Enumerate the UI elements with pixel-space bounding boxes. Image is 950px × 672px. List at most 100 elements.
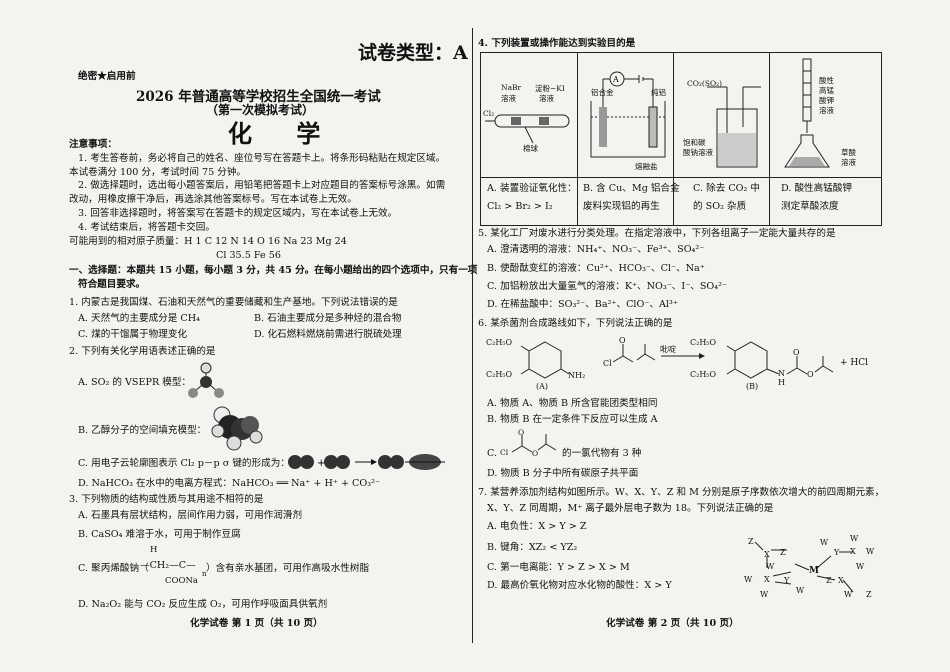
structure-diagram-image [754,541,854,593]
struct-label: 吡啶 [660,345,676,354]
atom-label: W [744,575,753,584]
notice-line: 本试卷满分 100 分，考试时间 75 分钟。 [69,167,247,178]
mol-label: O [518,428,525,437]
polymer-substituent: COONa [165,576,198,586]
atom-label: X [850,547,856,556]
label: 酸钠溶液 [683,148,713,157]
option-d: D. 物质 B 分子中所有碳原子共平面 [487,468,639,479]
synthesis-route-image [520,341,834,379]
atomic-mass-line: 可能用到的相对原子质量：H 1 C 12 N 14 O 16 Na 23 Mg … [69,236,347,247]
vsepr-model-image [188,362,224,398]
struct-label: O [807,370,814,379]
atom-label: Z [866,590,872,599]
p-p-sigma-bond-image: + [288,454,445,470]
mol-label: Cl [500,448,509,457]
experiment-cell-c [673,53,770,225]
option-d: D. 最高价氧化物对应水化物的酸性：X > Y [487,580,672,591]
caption-c: 的 SO₂ 杂质 [693,201,747,212]
struct-label: (B) [746,382,759,391]
option-d: D. 在稀盐酸中：SO₃²⁻、Ba²⁺、ClO⁻、Al³⁺ [487,299,678,310]
option-c: C. 第一电离能：Y > Z > X > M [487,562,630,573]
mock-label: （第一次模拟考试） [206,103,315,117]
option-d: D. Na₂O₂ 能与 CO₂ 反应生成 O₂，可用作呼吸面具供氧剂 [78,599,328,610]
section-heading: 符合题目要求。 [78,279,146,290]
atom-label: M [809,566,819,576]
label: CO₂(SO₂) [687,79,723,88]
svg-text:+: + [317,458,325,469]
struct-label: H [778,378,785,387]
option-c: C. 煤的干馏属于物理变化 [78,329,188,340]
label: Cl₂ [483,109,495,118]
struct-label: O [619,336,626,345]
struct-label: C₂H₅O [690,370,717,379]
label: 溶液 [841,158,856,167]
caption-d: D. 酸性高锰酸钾 [781,183,853,194]
option-c: C. 聚丙烯酸钠（ [78,563,149,574]
caption-a: Cl₂ > Br₂ > I₂ [487,201,553,212]
ethanol-space-filling-image [211,406,263,451]
caption-row [481,177,881,226]
struct-label: C₂H₅O [690,338,717,347]
label: 溶液 [501,94,516,103]
atom-label: Y [784,576,790,585]
option-c-tail: ）含有亲水基团，可用作高吸水性树脂 [206,563,370,574]
question-stem: 3. 下列物质的结构或性质与其用途不相符的是 [69,494,264,505]
option-a: A. 澄清透明的溶液：NH₄⁺、NO₃⁻、Fe³⁺、SO₄²⁻ [487,244,705,255]
atom-label: W [820,538,829,547]
label: 溶液 [539,94,554,103]
polymer-n: n [202,570,207,578]
atom-label: X [764,550,770,559]
option-c-prefix: C. [487,448,498,459]
caption-b: B. 含 Cu、Mg 铝合金 [583,183,680,194]
label: 淀粉−KI [535,84,565,93]
caption-c: C. 除去 CO₂ 中 [693,183,761,194]
polymer-h: H [150,545,158,555]
atomic-mass-line: Cl 35.5 Fe 56 [216,250,281,261]
label: 草酸 [841,148,856,157]
option-d: D. 化石燃料燃烧前需进行脱硫处理 [254,329,402,340]
label: 高锰 [819,86,834,95]
option-c: C. 加铝粉放出大量氢气的溶液：K⁺、NO₃⁻、I⁻、SO₄²⁻ [487,281,728,292]
option-b: B. 石油主要成分是多种烃的混合物 [254,313,402,324]
question-stem: 2. 下列有关化学用语表述正确的是 [69,346,216,357]
struct-label: C₂H₅O [486,338,513,347]
mol-label: O [532,449,539,458]
caption-a: A. 装置验证氧化性： [487,183,577,194]
atom-label: W [856,562,865,571]
option-b: B. 物质 B 在一定条件下反应可以生成 A [487,414,658,425]
label: 溶液 [819,106,834,115]
atom-label: Y [834,548,840,557]
label: 酸性 [819,76,834,85]
page-footer: 化学试卷 第 1 页（共 10 页） [190,618,323,629]
option-b: B. 键角：XZ₂ < YZ₂ [487,542,578,553]
notice-line: 2. 做选择题时，选出每小题答案后，用铅笔把答题卡上对应题目的答案标号涂黑。如需 [78,180,446,191]
struct-label: N [778,369,785,378]
option-a: A. SO₂ 的 VSEPR 模型： [78,377,192,388]
label: 熔融盐 [635,162,658,171]
atom-label: W [844,590,853,599]
struct-label: Cl [603,359,612,368]
paper-type: 试卷类型：A [358,42,468,64]
label: 饱和碳 [683,138,706,147]
atom-label: W [766,562,775,571]
label: 棉球 [523,144,538,153]
secret-mark: 绝密★启用前 [78,71,136,82]
struct-label: + HCl [840,358,869,368]
notice-line: 改动，用橡皮擦干净后，再选涂其他答案标号。写在本试卷上无效。 [69,194,357,205]
option-a: A. 天然气的主要成分是 CH₄ [78,313,200,324]
experiment-table: NaBr 溶液 淀粉−KI 溶液 Cl₂ 棉球 A 铝合金 纯铝 熔融盐 [480,52,882,226]
atom-label: Z [826,576,832,585]
atom-label: X [838,576,844,585]
subject-title: 化 学 [228,119,339,148]
question-stem: X、Y、Z 同周期，M⁺ 离子最外层电子数为 18。下列说法正确的是 [487,503,774,514]
option-b: B. 乙醇分子的空间填充模型： [78,425,207,436]
option-a: A. 电负性：X > Y > Z [487,521,587,532]
option-c: 的一氯代物有 3 种 [562,448,642,459]
caption-d: 测定草酸浓度 [781,201,839,212]
struct-label: O [793,348,800,357]
atom-label: W [850,534,859,543]
exam-title: 2026 年普通高等学校招生全国统一考试 [136,89,381,105]
label: 纯铝 [651,88,666,97]
struct-label: C₂H₅O [486,370,513,379]
